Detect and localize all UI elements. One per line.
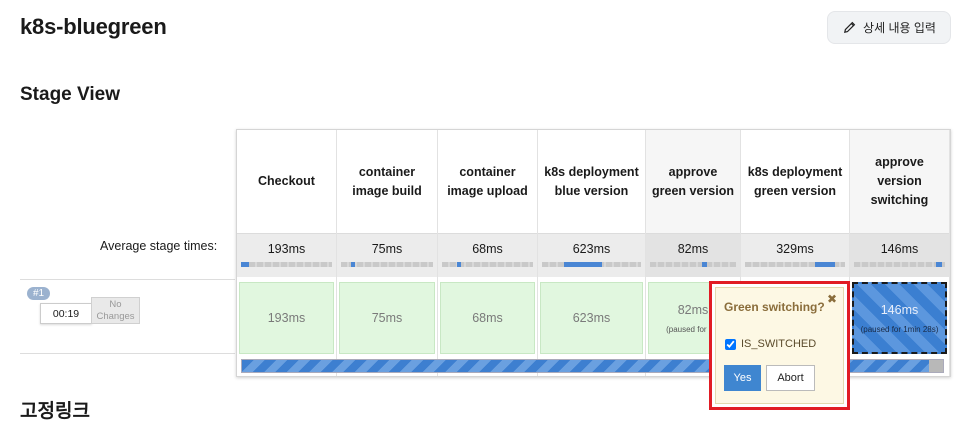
stage-average-bar <box>854 262 945 267</box>
close-icon[interactable]: ✖ <box>826 292 837 306</box>
pencil-icon <box>844 21 856 33</box>
stage-column: container image build 75ms 75ms <box>337 130 438 376</box>
stage-average-time: 82ms <box>677 242 709 256</box>
stage-average: 68ms <box>438 233 537 277</box>
stage-cell-time: 193ms <box>267 311 306 325</box>
stage-column: container image upload 68ms 68ms <box>438 130 538 376</box>
edit-description-label: 상세 내용 입력 <box>863 21 936 35</box>
stage-average-time: 146ms <box>880 242 919 256</box>
stage-cell-running[interactable]: 146ms (paused for 1min 28s) <box>852 282 947 354</box>
no-changes-label: No Changes <box>91 297 140 324</box>
stage-cell[interactable]: 75ms <box>339 282 435 354</box>
stage-header: Checkout <box>237 130 336 233</box>
stage-column: approve version switching 146ms 146ms (p… <box>850 130 950 376</box>
build-run-row[interactable]: #1 00:19 No Changes <box>20 279 235 354</box>
stage-average-time: 68ms <box>472 242 503 256</box>
stage-header: approve green version <box>646 130 740 233</box>
stage-average: 623ms <box>538 233 645 277</box>
stage-average: 329ms <box>741 233 849 277</box>
is-switched-checkbox[interactable] <box>725 338 736 350</box>
abort-button[interactable]: Abort <box>766 365 815 391</box>
stage-header: container image build <box>337 130 437 233</box>
stage-paused-note: (paused for 1min 28s) <box>860 324 939 334</box>
stage-average-bar <box>650 262 736 267</box>
stage-cell-time: 82ms <box>677 302 709 317</box>
is-switched-option[interactable]: IS_SWITCHED <box>725 338 816 350</box>
stage-average: 82ms <box>646 233 740 277</box>
stage-average-time: 623ms <box>572 242 611 256</box>
stage-average: 193ms <box>237 233 336 277</box>
stage-cell[interactable]: 193ms <box>239 282 334 354</box>
stage-paused-note: (paused for 5m <box>666 324 720 334</box>
stage-average-bar <box>442 262 533 267</box>
stage-cell[interactable]: 623ms <box>540 282 643 354</box>
yes-button[interactable]: Yes <box>724 365 761 391</box>
popup-title: Green switching? <box>724 300 825 314</box>
edit-description-button[interactable]: 상세 내용 입력 <box>827 11 951 44</box>
stage-cell-time: 623ms <box>572 311 611 325</box>
stage-average: 146ms <box>850 233 949 277</box>
stage-average-time: 193ms <box>267 242 306 256</box>
stage-header: k8s deployment blue version <box>538 130 645 233</box>
stage-header: k8s deployment green version <box>741 130 849 233</box>
stage-average-bar <box>542 262 641 267</box>
stage-header: container image upload <box>438 130 537 233</box>
stage-average-bar <box>241 262 332 267</box>
stage-cell-time: 75ms <box>371 311 403 325</box>
stage-average-time: 75ms <box>371 242 403 256</box>
stage-average-bar <box>745 262 845 267</box>
is-switched-label: IS_SWITCHED <box>741 338 817 350</box>
stage-column: Checkout 193ms 193ms <box>237 130 337 376</box>
stage-average: 75ms <box>337 233 437 277</box>
stage-column: k8s deployment blue version 623ms 623ms <box>538 130 646 376</box>
permalinks-title: 고정링크 <box>20 401 90 422</box>
stage-cell-time: 68ms <box>472 311 503 325</box>
stage-header: approve version switching <box>850 130 949 233</box>
input-approval-popup: ✖ Green switching? IS_SWITCHED Yes Abort <box>709 281 850 410</box>
stage-table: Checkout 193ms 193ms container image bui… <box>236 129 951 377</box>
stage-average-time: 329ms <box>776 242 814 256</box>
build-time: 00:19 <box>40 303 92 324</box>
build-number-badge[interactable]: #1 <box>27 287 51 300</box>
stage-cell-time: 146ms <box>880 302 919 317</box>
stage-column: k8s deployment green version 329ms <box>741 130 850 376</box>
average-stage-times-label: Average stage times: <box>100 239 218 253</box>
stage-cell[interactable]: 68ms <box>440 282 535 354</box>
stage-view-title: Stage View <box>20 84 120 105</box>
stage-average-bar <box>341 262 433 267</box>
page-title: k8s-bluegreen <box>20 14 167 39</box>
